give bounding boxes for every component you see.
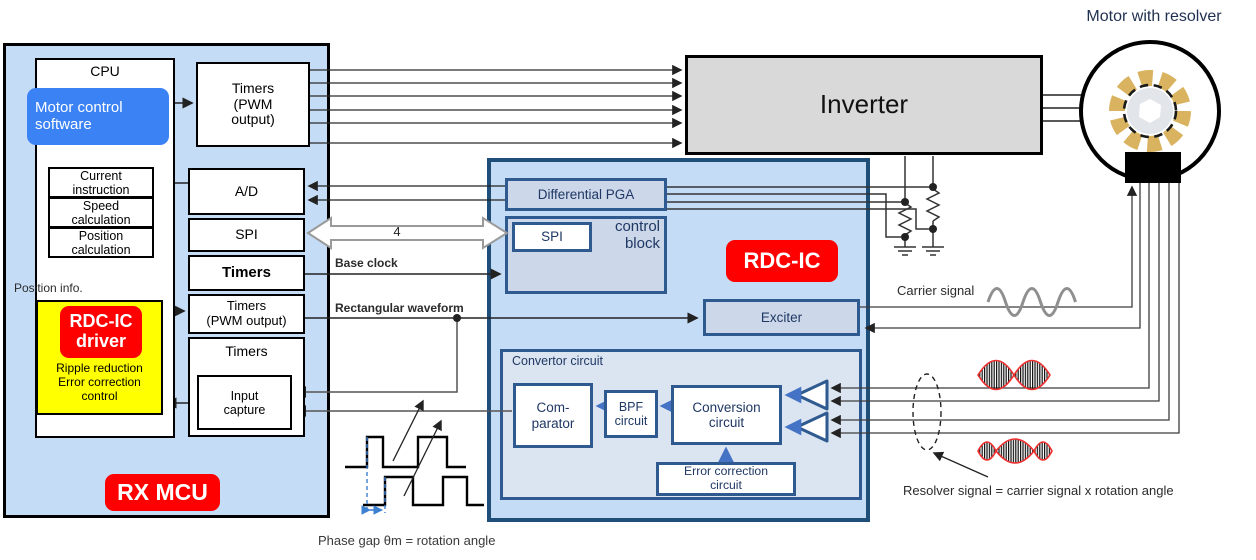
pga-to-ad-lines: [307, 180, 505, 206]
spi-box-rdc: SPI: [512, 222, 592, 252]
bpf-circuit-box: BPF circuit: [604, 390, 658, 438]
resolver-signal-lines: [830, 183, 1180, 439]
timers-box: Timers: [188, 255, 305, 291]
carrier-signal-label: Carrier signal: [897, 283, 975, 298]
rectangular-waveform-label: Rectangular waveform: [335, 301, 464, 315]
input-capture-box: Input capture: [197, 375, 292, 430]
junction-dots: [901, 183, 937, 241]
timers-pwm-output-box-2: Timers (PWM output): [188, 294, 305, 334]
current-instruction-box: Current instruction: [48, 167, 154, 198]
junction-dot: [453, 314, 461, 322]
inverter-motor-lines: [1043, 94, 1086, 122]
phase-gap-note: Phase gap θm = rotation angle: [318, 533, 496, 548]
spi-bus-arrow: [306, 216, 509, 250]
spi-bus-width-label: 4: [393, 224, 401, 239]
cpu-title: CPU: [90, 63, 120, 79]
rx-mcu-badge: RX MCU: [105, 474, 220, 511]
square-wave-diagram: [345, 399, 484, 515]
modulated-signals: [977, 359, 1053, 464]
conversion-circuit-box: Conversion circuit: [671, 385, 782, 445]
driver-description: Ripple reduction Error correction contro…: [56, 361, 143, 403]
position-calculation-box: Position calculation: [48, 227, 154, 258]
pwm-lines: [310, 64, 683, 149]
differential-pga-box: Differential PGA: [505, 178, 667, 211]
carrier-wave: [986, 287, 1077, 317]
clock-lines: [305, 268, 699, 324]
comparator-box: Com- parator: [513, 383, 593, 448]
motor-graphic: [1079, 40, 1221, 183]
control-block-label: control block: [614, 218, 660, 253]
ad-box: A/D: [188, 168, 305, 215]
spi-box-mcu: SPI: [188, 218, 305, 252]
base-clock-label: Base clock: [335, 256, 398, 270]
convertor-flow-arrows: [595, 386, 802, 464]
motor-with-resolver-label: Motor with resolver: [1086, 8, 1222, 25]
inverter-box: Inverter: [685, 55, 1043, 155]
resolver-signal-note: Resolver signal = carrier signal x rotat…: [903, 483, 1174, 498]
rdc-ic-driver-badge: RDC-IC driver: [60, 306, 142, 358]
error-correction-circuit-box: Error correction circuit: [656, 462, 796, 496]
convertor-circuit-title: Convertor circuit: [512, 354, 603, 368]
rdc-ic-badge: RDC-IC: [726, 240, 838, 282]
resolver-ellipse-annotation: [912, 373, 989, 478]
input-capture-feedback-lines: [294, 318, 512, 417]
exciter-box: Exciter: [703, 299, 860, 336]
motor-control-software-box: Motor control software: [27, 88, 169, 145]
position-info-label: Position info.: [14, 281, 83, 295]
exciter-motor-lines: [860, 183, 1141, 334]
speed-calculation-box: Speed calculation: [48, 197, 154, 228]
timers-pwm-output-box: Timers (PWM output): [196, 62, 310, 147]
sense-resistors: [667, 156, 944, 256]
input-amp-triangles: [795, 379, 829, 443]
